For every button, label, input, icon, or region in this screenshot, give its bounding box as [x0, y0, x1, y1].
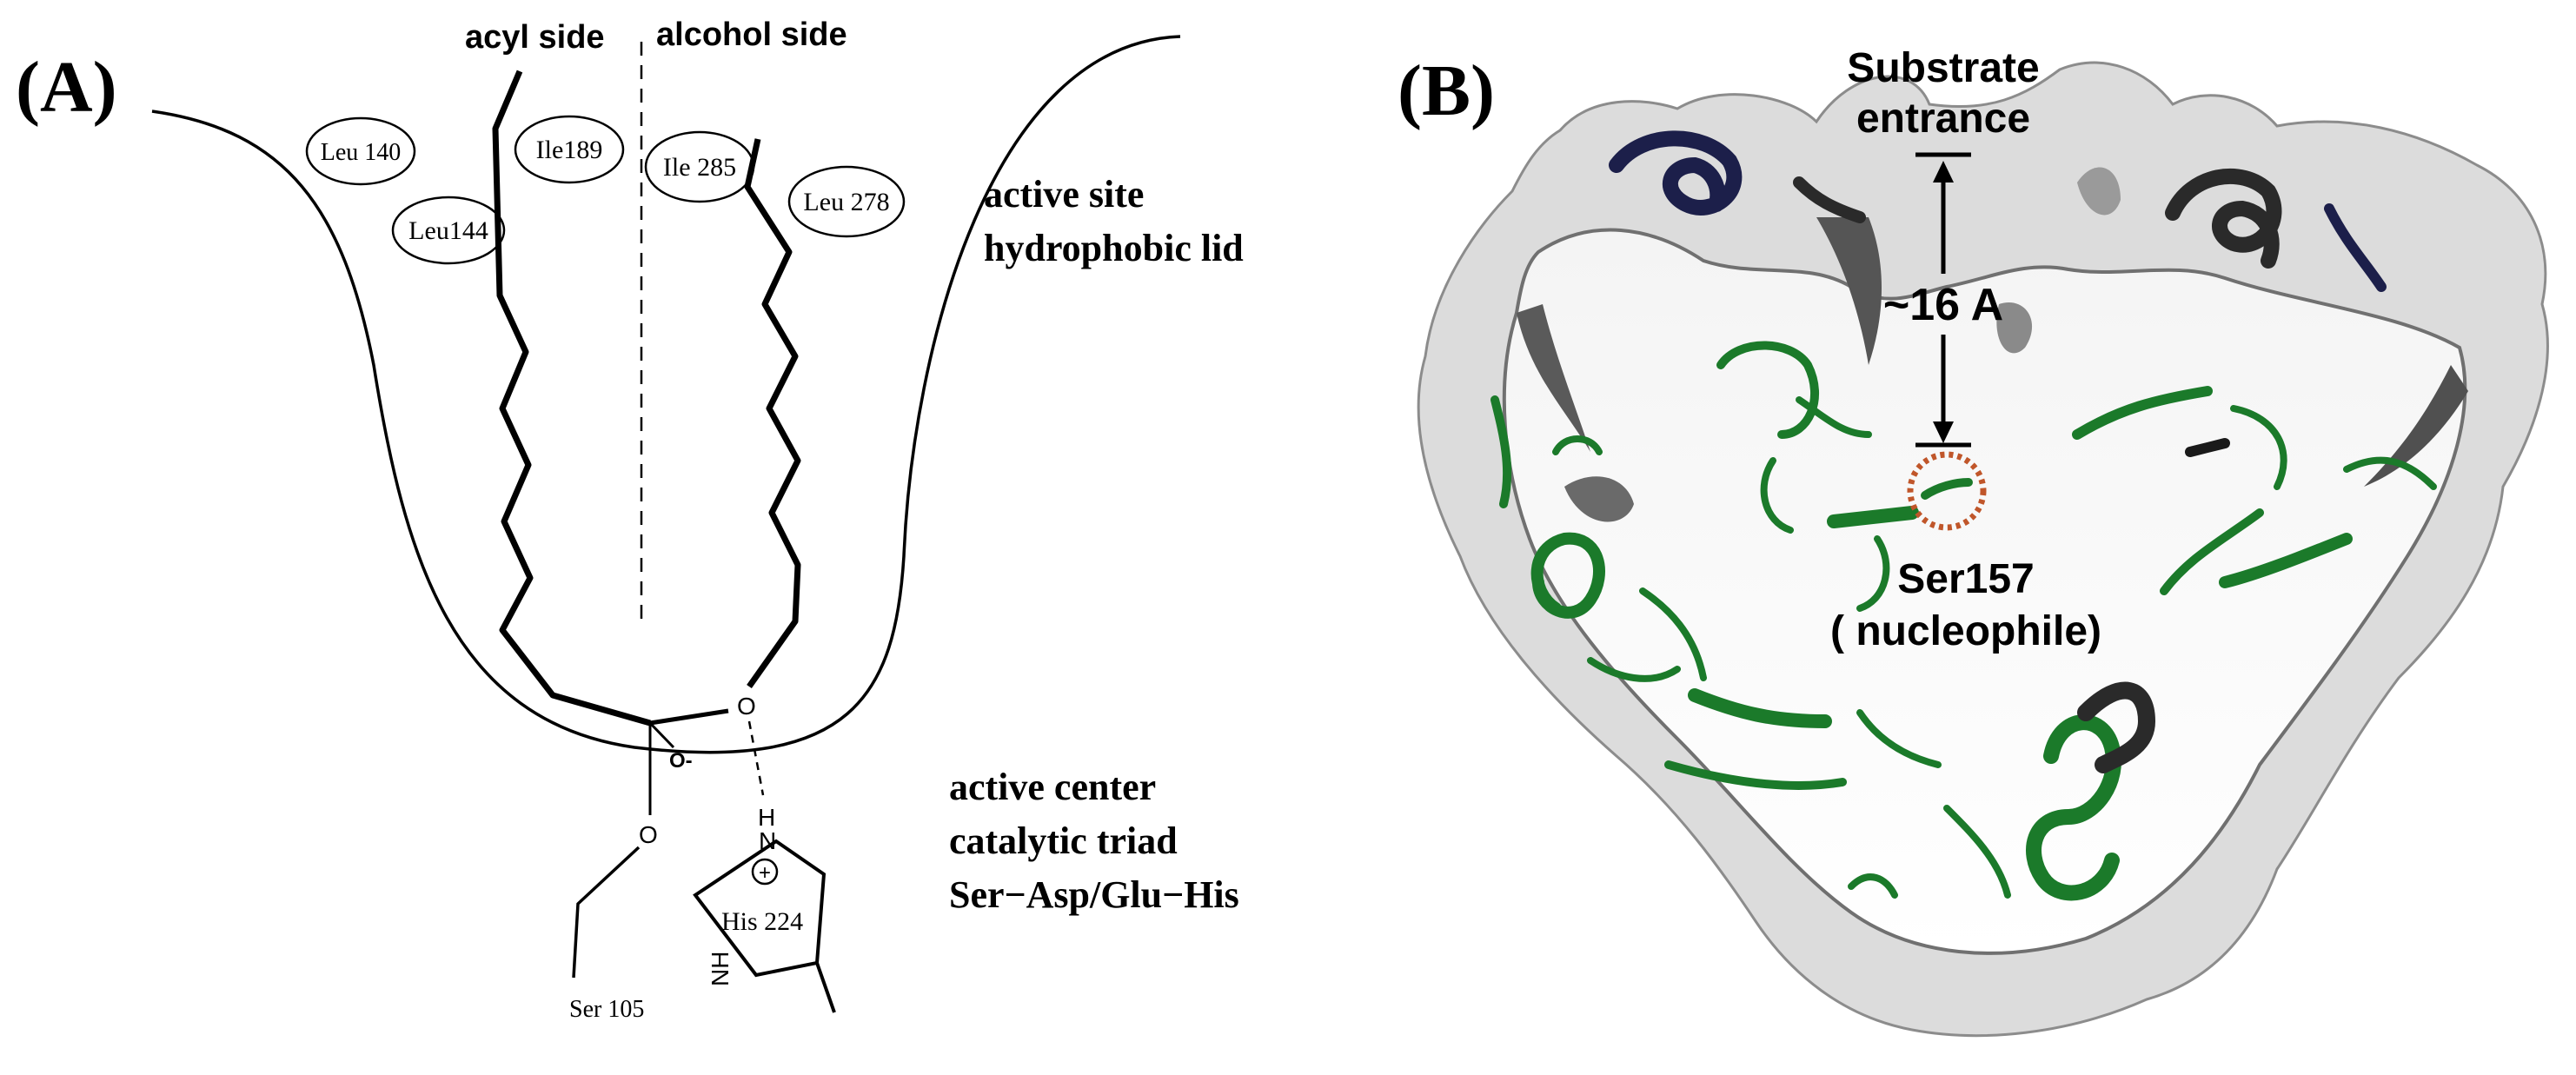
green-loop-9 [2160, 508, 2264, 595]
center-label-line2: catalytic triad [949, 820, 1178, 862]
green-loop-12 [1943, 805, 2011, 899]
dark-helix-bottom-right [2077, 681, 2156, 773]
surface-shadow-1 [1564, 476, 1634, 522]
positive-charge: + [759, 861, 771, 885]
green-strand-low-left [1688, 688, 1832, 728]
green-loop-7 [1856, 535, 1890, 612]
binding-pocket-outline [151, 35, 1181, 754]
dark-strand-right [2185, 438, 2230, 457]
ser157-marker-ring [1907, 451, 1987, 531]
acyl-side-label: acyl side [465, 19, 605, 56]
surface-shadow-2 [1996, 302, 2033, 354]
nucleophile-strand [1921, 478, 1973, 500]
residue-label: Leu144 [408, 216, 488, 245]
green-loop-top-center [1716, 341, 1820, 439]
residue-leu140: Leu 140 [305, 116, 416, 186]
his-n-atom: N [759, 827, 776, 854]
green-loop-13 [1848, 873, 1898, 899]
panel-b-label: (B) [1398, 50, 1495, 131]
acyl-chain [492, 70, 651, 727]
imidazole-ring [693, 839, 827, 978]
helix-top-right [2165, 168, 2282, 269]
residue-ile285: Ile 285 [644, 130, 755, 203]
helix-top-left [1609, 130, 1743, 216]
distance-arrowhead-down [1933, 421, 1954, 443]
substrate-entrance-line2: entrance [1856, 96, 2030, 142]
green-loop-3 [1587, 657, 1681, 682]
alcohol-side-label: alcohol side [656, 17, 847, 53]
his-h-atom: H [758, 804, 775, 831]
hydrogen-bond [747, 720, 765, 796]
residue-ile189: Ile189 [514, 115, 625, 184]
green-loop-4 [1639, 587, 1707, 681]
alcohol-oxygen: O [737, 693, 756, 720]
residue-label: Ile189 [536, 136, 603, 164]
green-helix-bottom [2026, 714, 2121, 901]
green-loop-6 [1796, 396, 1872, 438]
panel-a-label: (A) [16, 47, 117, 128]
residue-label: Leu 140 [321, 139, 402, 166]
center-label-line1: active center [949, 766, 1156, 808]
green-loop-11 [1856, 709, 1942, 768]
surface-shadow-3 [2077, 167, 2121, 216]
surface-cut-left [1517, 304, 1590, 452]
green-strand-center [1827, 506, 1919, 528]
cavity-cross-section [1502, 228, 2467, 955]
alcohol-chain [744, 138, 801, 689]
distance-label: ~16 A [1883, 280, 2003, 330]
green-loop-10 [2343, 456, 2437, 490]
residue-label: Leu 278 [803, 188, 889, 216]
surface-cut-right [2364, 365, 2468, 487]
ser-label: Ser 105 [569, 996, 644, 1023]
center-label-line3: Ser−Asp/Glu−His [949, 873, 1239, 916]
green-loop-2 [1552, 435, 1603, 455]
green-loop-5 [1760, 457, 1794, 534]
secondary-structure-green [1490, 341, 2437, 901]
green-strand-right [2072, 386, 2213, 440]
oxyanion-bond [648, 721, 675, 749]
residue-leu278: Leu 278 [787, 165, 906, 238]
green-strand-low [1664, 760, 1847, 790]
green-loop-1 [1490, 395, 1512, 508]
surface-cut-center [1816, 217, 1882, 365]
lid-label-line1: active site [984, 173, 1144, 216]
green-helix-left [1530, 532, 1605, 619]
his-label: His 224 [721, 907, 803, 936]
residue-leu144: Leu144 [391, 196, 506, 265]
ser-side-chain [572, 846, 641, 979]
residue-label: Ile 285 [663, 153, 736, 182]
panel-b: (B) [1398, 45, 2549, 1038]
ester-bond [649, 708, 729, 726]
lid-label-line2: hydrophobic lid [984, 227, 1244, 269]
ser157-label-line2: ( nucleophile) [1830, 608, 2101, 654]
helix-top-right-2 [2324, 203, 2387, 292]
positive-charge-circle [751, 858, 779, 886]
his-nh-atom: NH [707, 952, 734, 986]
ser157-label-line1: Ser157 [1897, 556, 2034, 602]
oxyanion-label: O- [669, 749, 693, 773]
his-ch-bond [815, 962, 836, 1013]
panel-a: (A) acyl side alcohol side Leu 140 Leu14… [16, 17, 1244, 1023]
green-loop-8 [2230, 405, 2287, 490]
distance-arrowhead-up [1933, 161, 1954, 182]
substrate-entrance-line1: Substrate [1847, 45, 2039, 91]
ser-oxygen: O [639, 821, 658, 848]
green-strand-right-2 [2219, 533, 2353, 588]
helix-top-left-2 [1793, 176, 1866, 223]
